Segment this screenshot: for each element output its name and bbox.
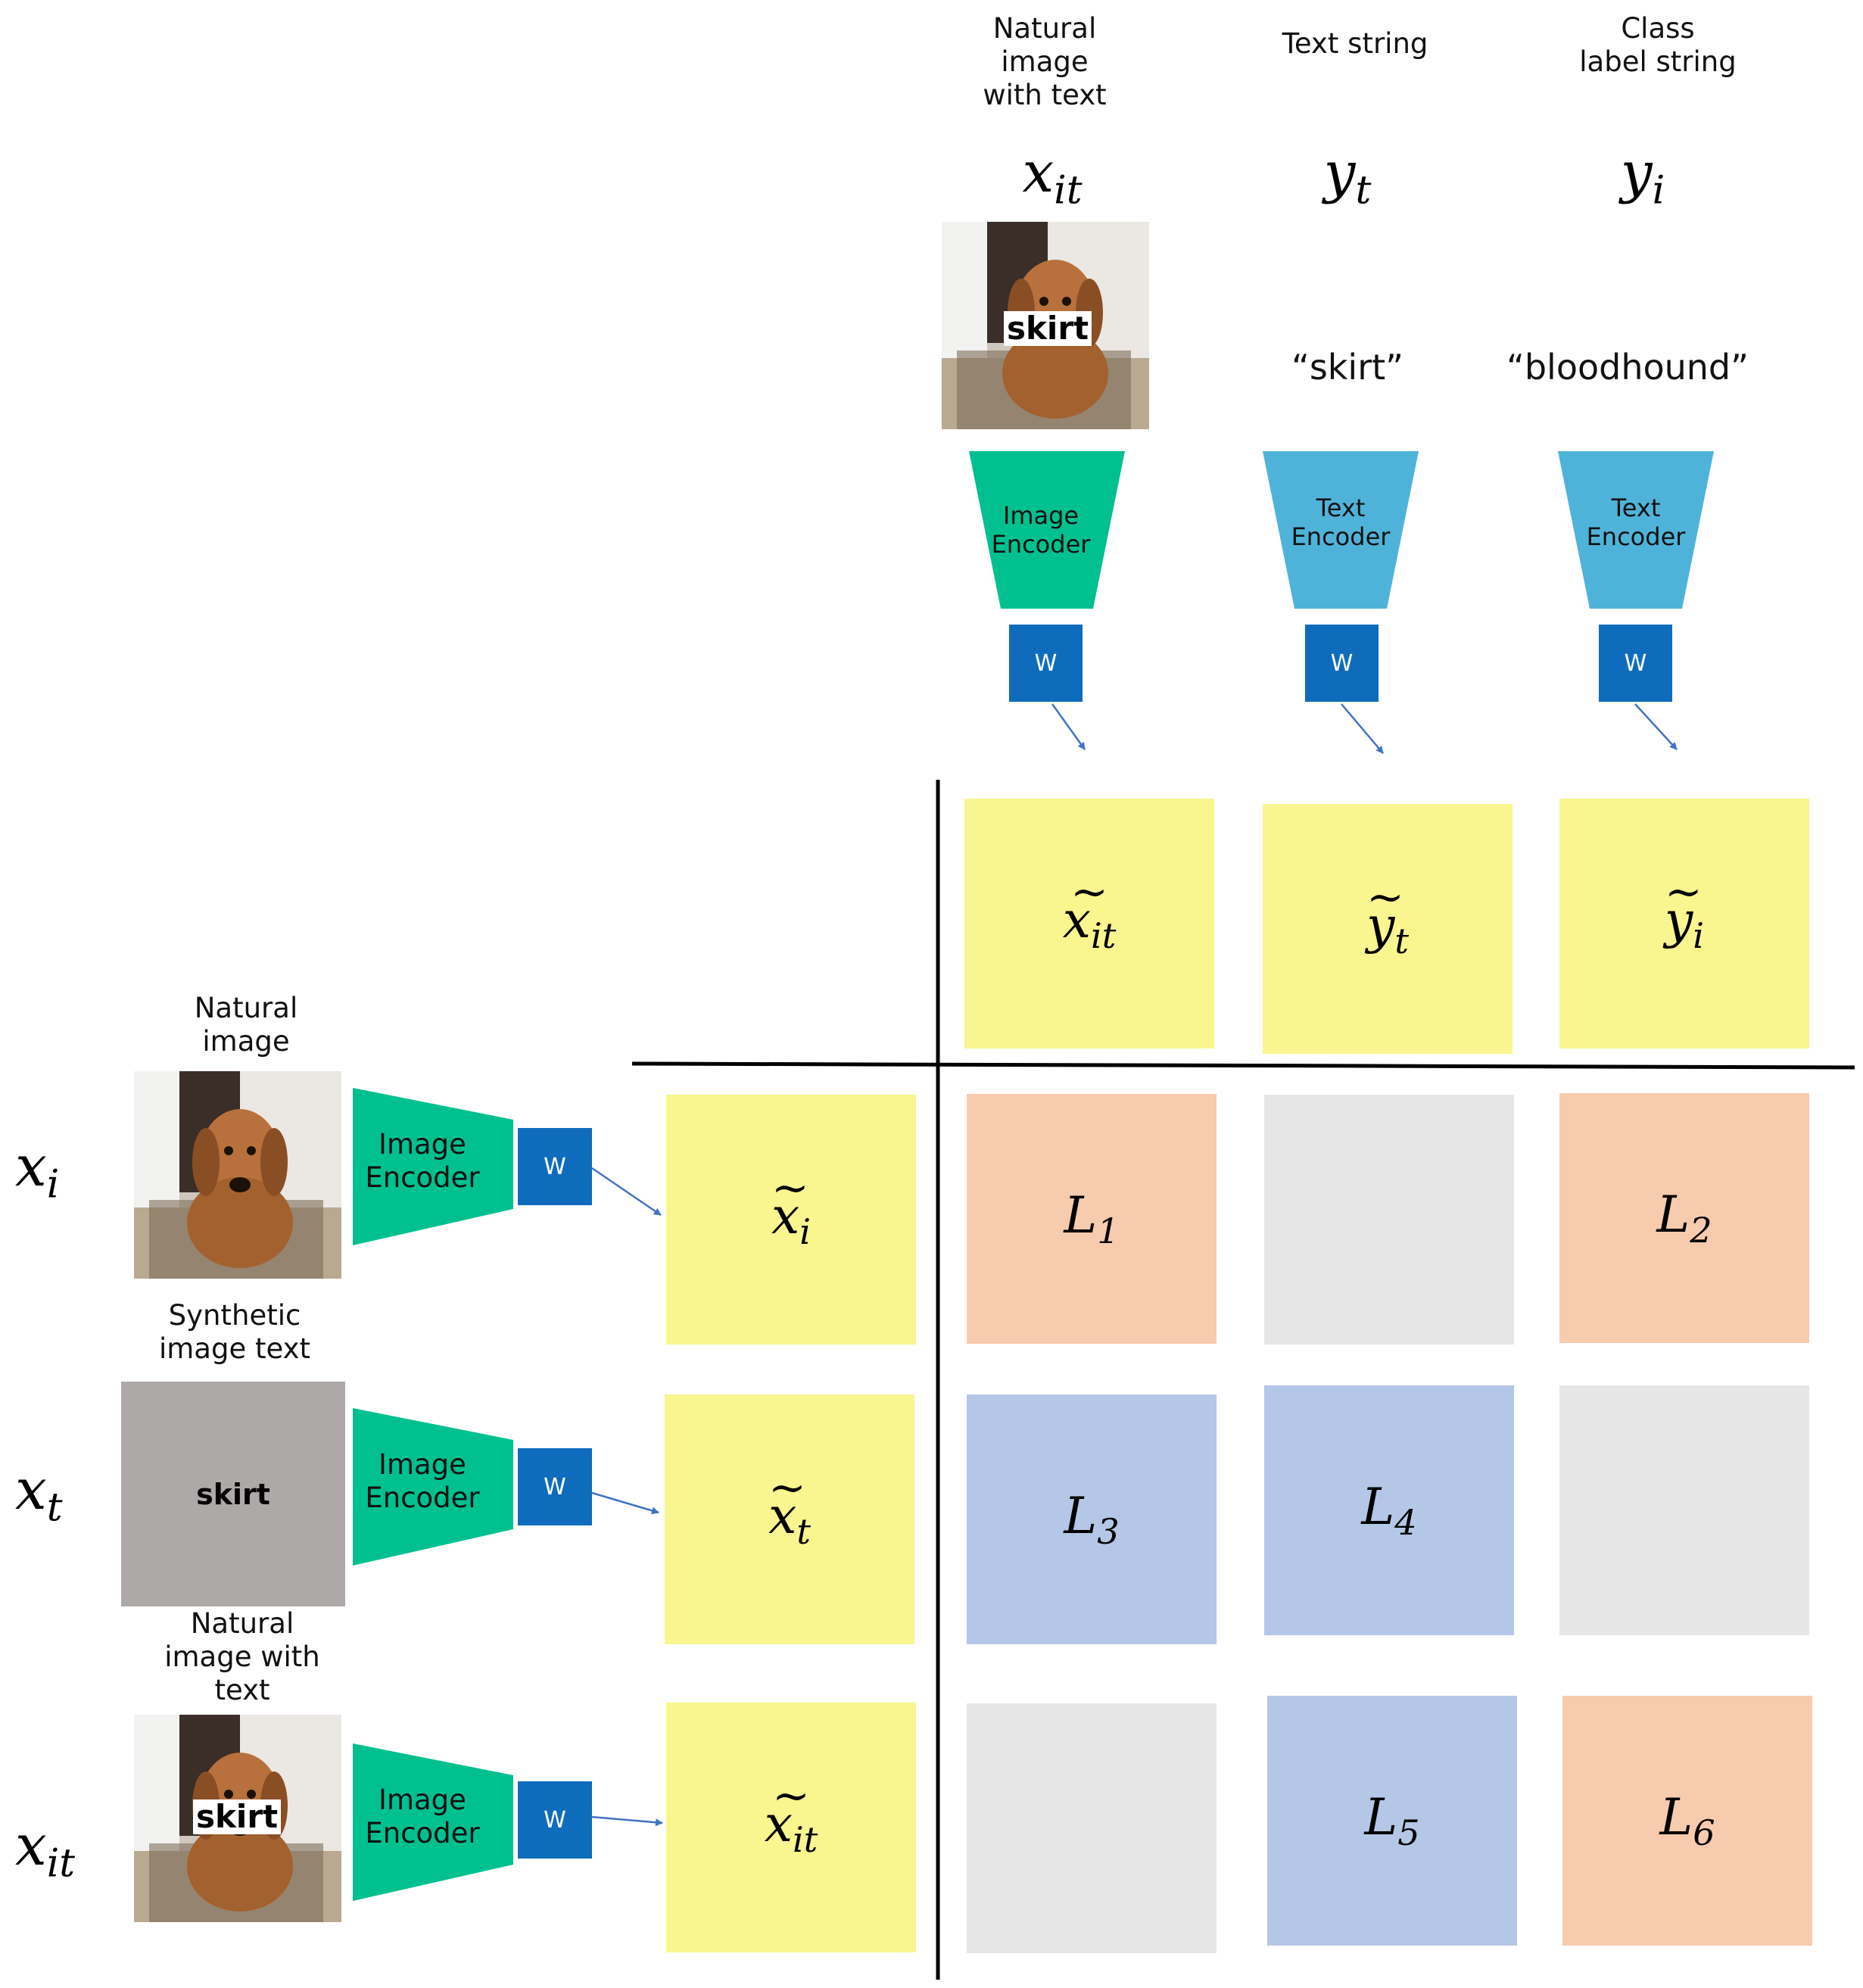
loss-cell xyxy=(1264,1095,1514,1345)
text-encoder-shape xyxy=(1558,451,1714,609)
synthetic-text: skirt xyxy=(196,1477,270,1511)
w-projection: W xyxy=(518,1128,592,1205)
row-embedding: xit xyxy=(666,1703,916,1952)
column-caption: Class label string xyxy=(1579,12,1737,78)
loss-cell: L4 xyxy=(1264,1385,1514,1635)
row-symbol: xit xyxy=(15,1813,76,1887)
w-projection: W xyxy=(518,1448,592,1525)
loss-cell: L5 xyxy=(1267,1696,1517,1946)
row-arrow xyxy=(591,1167,662,1217)
image-encoder-label: Image Encoder xyxy=(365,1128,480,1194)
column-embedding: xit xyxy=(964,799,1214,1049)
row-caption: Synthetic image text xyxy=(158,1299,311,1365)
column-arrow xyxy=(1051,703,1086,750)
row-embedding: xi xyxy=(666,1095,916,1345)
dog-photo-with-text: skirt xyxy=(942,222,1149,429)
class-label-value: “bloodhound” xyxy=(1506,347,1749,388)
row-arrow xyxy=(591,1491,659,1515)
horizontal-divider xyxy=(631,1061,1855,1070)
column-caption: Natural image with text xyxy=(983,12,1107,111)
column-embedding: yt xyxy=(1263,804,1513,1054)
column-arrow xyxy=(1634,703,1678,750)
column-arrow xyxy=(1341,703,1384,754)
image-encoder-shape xyxy=(353,1408,513,1566)
image-encoder-shape xyxy=(969,451,1125,609)
image-encoder-label: Image Encoder xyxy=(365,1784,480,1849)
row-symbol: xt xyxy=(15,1457,63,1531)
text-encoder-label: Text Encoder xyxy=(1291,494,1391,551)
image-encoder-shape xyxy=(353,1088,513,1245)
synthetic-text-image: skirt xyxy=(121,1382,345,1606)
loss-cell xyxy=(967,1703,1217,1953)
loss-cell xyxy=(1559,1385,1809,1635)
overlaid-text: skirt xyxy=(1004,311,1092,346)
column-caption: Text string xyxy=(1282,27,1428,60)
column-symbol: yt xyxy=(1323,140,1372,213)
column-embedding: yi xyxy=(1559,799,1809,1049)
dog-photo xyxy=(134,1071,341,1279)
text-string-value: “skirt” xyxy=(1291,347,1403,388)
row-symbol: xi xyxy=(15,1134,60,1207)
image-encoder-label: Image Encoder xyxy=(991,501,1091,559)
loss-cell: L2 xyxy=(1559,1093,1809,1343)
row-caption: Natural image xyxy=(194,992,298,1058)
w-projection: W xyxy=(518,1781,592,1859)
dog-photo-with-text: skirt xyxy=(134,1715,341,1922)
text-encoder-shape xyxy=(1263,451,1419,609)
column-symbol: yi xyxy=(1620,140,1665,213)
column-symbol: xit xyxy=(1022,140,1083,213)
image-encoder-shape xyxy=(353,1743,513,1901)
loss-cell: L6 xyxy=(1562,1696,1812,1946)
w-projection: W xyxy=(1599,625,1672,702)
w-projection: W xyxy=(1009,625,1083,702)
row-arrow xyxy=(591,1815,663,1827)
row-embedding: xt xyxy=(665,1394,914,1644)
loss-cell: L1 xyxy=(967,1094,1217,1344)
w-projection: W xyxy=(1305,625,1379,702)
row-caption: Natural image with text xyxy=(164,1607,320,1706)
loss-cell: L3 xyxy=(967,1394,1217,1644)
overlaid-text: skirt xyxy=(193,1799,282,1834)
text-encoder-label: Text Encoder xyxy=(1586,494,1686,551)
image-encoder-label: Image Encoder xyxy=(365,1448,480,1514)
